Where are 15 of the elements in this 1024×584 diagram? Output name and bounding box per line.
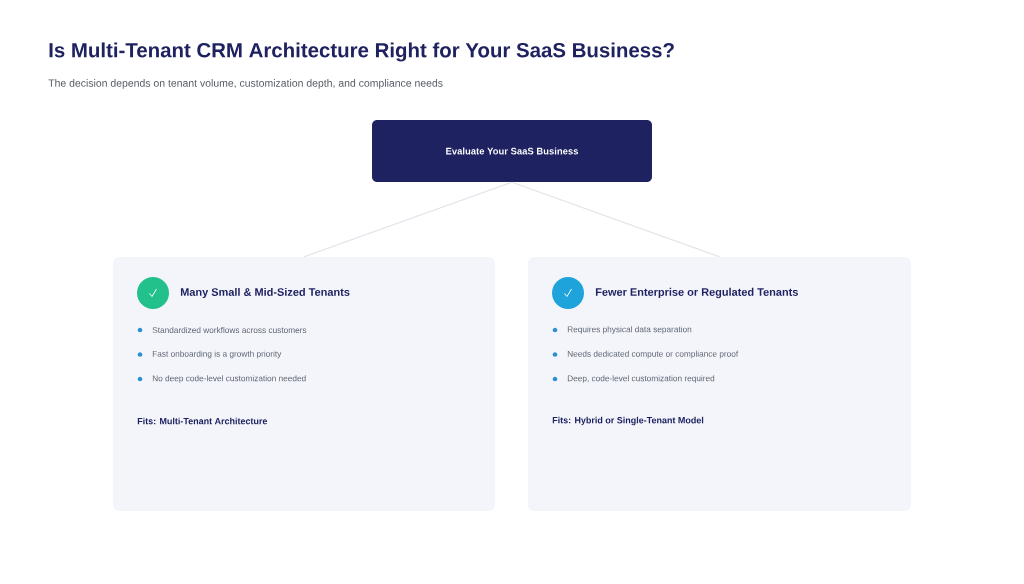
result-text: Fits: Multi-Tenant Architecture [137,417,268,425]
connector-line [511,181,721,258]
card-heading: Fewer Enterprise or Regulated Tenants [595,287,798,299]
connector-line [303,181,513,258]
bullet-text: No deep code-level customization needed [152,375,306,383]
bullet-text: Fast onboarding is a growth priority [152,350,282,359]
subtitle: The decision depends on tenant volume, customization depth, and compliance needs [48,79,443,89]
bullet-text: Standardized workflows across customers [152,326,307,334]
bullet-text: Deep, code-level customization required [567,375,715,383]
result-text: Fits: Hybrid or Single-Tenant Model [552,416,704,426]
title: Is Multi-Tenant CRM Architecture Right for Your SaaS Business? [49,42,674,62]
bullet-text: Requires physical data separation [567,326,692,334]
process-box: Evaluate Your SaaS Business [372,120,652,182]
bullet-text: Needs dedicated compute or compliance proof [567,350,739,359]
card-heading: Many Small & Mid-Sized Tenants [180,287,350,299]
